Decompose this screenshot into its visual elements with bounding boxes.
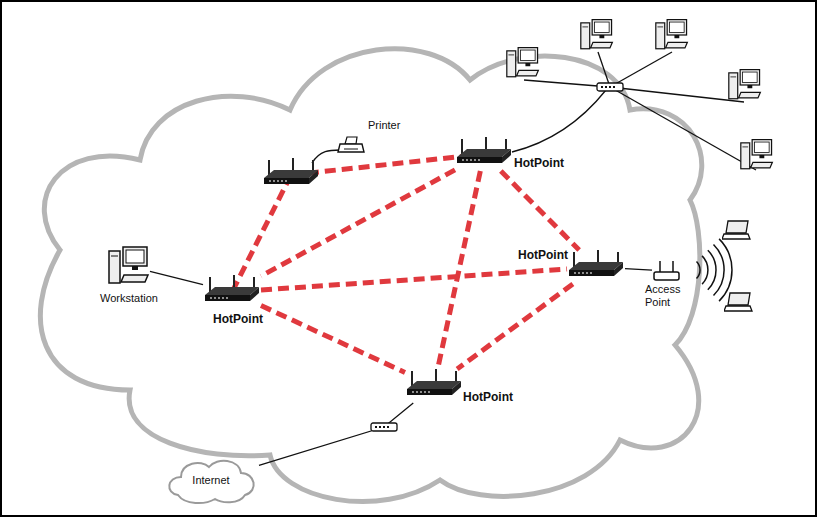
- mesh-link: [457, 284, 573, 369]
- node-icon-shape: [457, 137, 511, 163]
- node-icon-shape: [338, 137, 364, 152]
- node-icon-shape: [654, 261, 679, 280]
- node-icon-shape: [109, 247, 148, 283]
- node-icon: [455, 137, 513, 171]
- network-cloud: [40, 49, 701, 502]
- device-label: HotPoint: [462, 390, 514, 404]
- node-icon-shape: [407, 369, 461, 395]
- router-node: HotPoint: [455, 137, 513, 171]
- device-label: Access Point: [644, 283, 690, 309]
- router-node: HotPoint: [203, 275, 261, 309]
- wireless-laptop: [722, 221, 750, 239]
- node-icon: [567, 250, 625, 284]
- lan-computer: [581, 20, 613, 49]
- cable: [625, 269, 652, 271]
- cable: [150, 271, 203, 284]
- mesh-link: [501, 171, 579, 250]
- device-label: HotPoint: [212, 312, 264, 326]
- node-label: Internet: [163, 455, 259, 505]
- printer-node: Printer: [336, 136, 366, 156]
- lan-computer: [656, 20, 688, 49]
- mesh-link: [232, 175, 291, 292]
- switch-icon: [597, 83, 623, 91]
- node-icon-shape: [205, 275, 259, 301]
- switch-icon: [371, 423, 397, 431]
- router-node: HotPoint: [567, 250, 625, 284]
- cable: [259, 403, 413, 465]
- router-node: HotPoint: [405, 369, 463, 403]
- node-icon: [336, 136, 366, 156]
- wireless-laptop: [724, 293, 752, 311]
- mesh-link: [261, 305, 405, 372]
- internet-cloud: Internet: [163, 455, 259, 505]
- router-icon: [264, 158, 318, 184]
- device-label: Workstation: [99, 292, 159, 305]
- mesh-link: [261, 170, 455, 276]
- lan-computer: [507, 48, 539, 77]
- node-icon: [405, 369, 463, 403]
- device-label: HotPoint: [517, 248, 569, 262]
- node-icon: [203, 275, 261, 309]
- mesh-link: [261, 269, 567, 290]
- node-icon: [652, 260, 682, 282]
- lan-cables: [524, 52, 756, 170]
- mesh-link: [438, 171, 481, 369]
- lan-computer: [729, 70, 761, 99]
- device-label: HotPoint: [513, 156, 565, 170]
- wireless-waves: [697, 239, 732, 301]
- lan-computer: [741, 140, 773, 169]
- cable: [512, 90, 606, 152]
- node-icon-shape: [569, 250, 623, 276]
- access-point-node: Access Point: [652, 260, 682, 282]
- node-icon: [108, 245, 150, 287]
- workstation-node: Workstation: [108, 245, 150, 287]
- device-label: Printer: [367, 119, 401, 132]
- cable: [312, 150, 340, 163]
